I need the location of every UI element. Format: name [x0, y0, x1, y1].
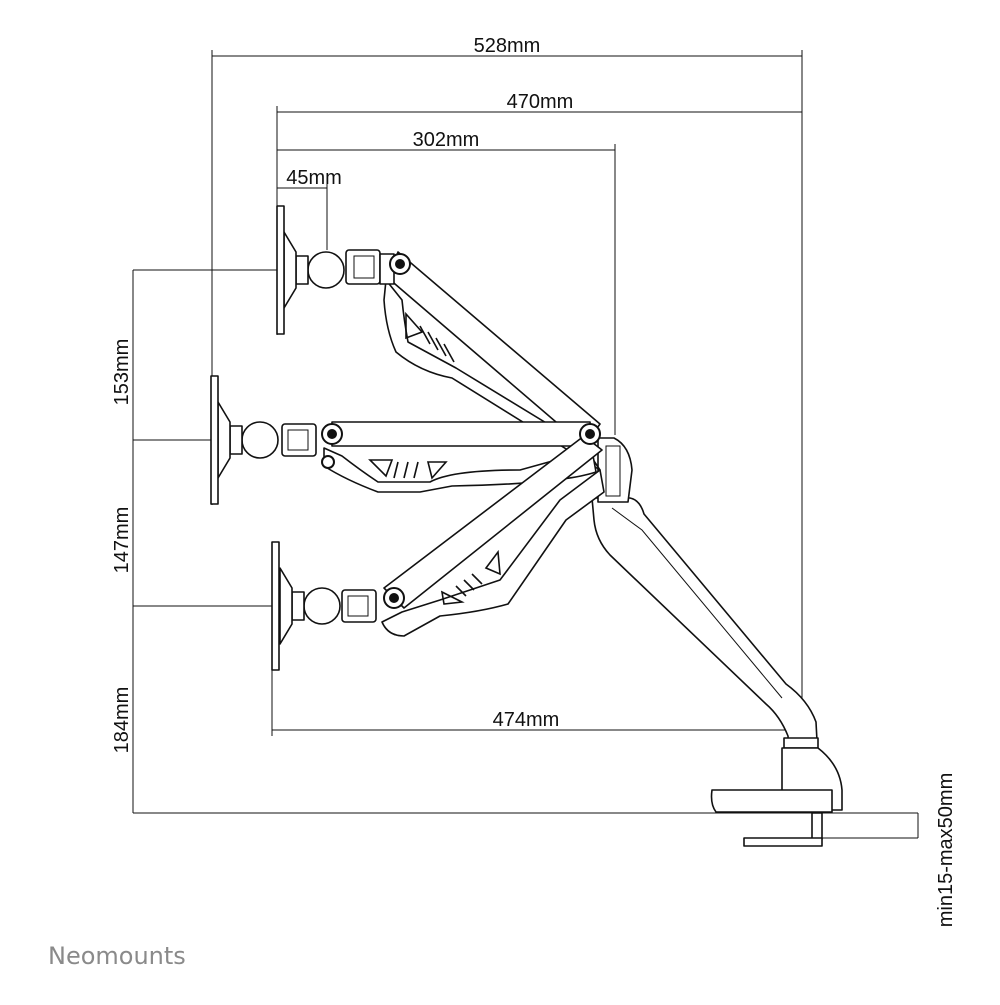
pole-collar — [783, 737, 819, 749]
middle-pivot-inner — [327, 429, 337, 439]
label-184: 184mm — [111, 687, 133, 754]
middle-vesa-hub — [229, 425, 243, 455]
label-470: 470mm — [507, 91, 574, 113]
middle-pivot-lower — [321, 455, 335, 469]
label-474: 474mm — [493, 709, 560, 731]
upper-arm-vent-3 — [435, 337, 447, 357]
upper-tilt-bracket-inner — [353, 255, 375, 279]
lower-arm-vent-2 — [463, 579, 475, 591]
middle-vesa-cone — [217, 401, 231, 479]
lower-base-arm — [591, 497, 819, 761]
base-arm-edge — [611, 507, 783, 699]
base-plate — [710, 789, 833, 813]
upper-pivot-inner — [395, 259, 405, 269]
pivot-head — [597, 437, 633, 503]
upper-vesa-cone — [283, 231, 297, 309]
label-153: 153mm — [111, 339, 133, 406]
arm-position-lower — [271, 435, 605, 671]
lower-arm-vent-triangle-2 — [484, 549, 501, 576]
label-desk-thickness: min15-max50mm — [935, 773, 957, 927]
clamp-post — [811, 812, 823, 840]
lower-arm-vent-triangle — [440, 590, 465, 605]
lower-vesa-hub — [291, 591, 305, 621]
upper-vesa-plate — [276, 205, 285, 335]
brand-wordmark: Neomounts — [48, 942, 186, 970]
middle-arm-vent-triangle — [368, 459, 394, 478]
middle-arm-vent-triangle-2 — [426, 461, 448, 480]
middle-arm-link — [331, 421, 593, 447]
clamp-foot — [743, 837, 823, 847]
pivot-housing-panel — [605, 445, 621, 497]
middle-ball-joint — [241, 421, 279, 459]
middle-tilt-bracket-inner — [287, 429, 309, 451]
lower-arm-vent-3 — [471, 573, 483, 585]
lower-pivot-inner — [389, 593, 399, 603]
upper-vesa-hub — [295, 255, 309, 285]
label-147: 147mm — [111, 507, 133, 574]
upper-arm-vent-2 — [427, 331, 439, 351]
label-45: 45mm — [286, 167, 342, 189]
lower-tilt-bracket-inner — [347, 595, 369, 617]
middle-arm-vent-2 — [403, 461, 409, 479]
lower-vesa-plate — [271, 541, 280, 671]
lower-vesa-cone — [279, 567, 293, 645]
main-pivot-inner — [585, 429, 595, 439]
dimension-lines — [132, 50, 919, 839]
label-302: 302mm — [413, 129, 480, 151]
lower-ball-joint — [303, 587, 341, 625]
lower-arm-vent-1 — [455, 585, 467, 597]
upper-arm-vent-1 — [419, 325, 431, 345]
upper-ball-joint — [307, 251, 345, 289]
base-and-clamp — [591, 497, 843, 847]
upper-arm-vent-triangle — [405, 311, 424, 340]
label-528: 528mm — [474, 35, 541, 57]
lower-arm-spring-cover — [381, 469, 605, 637]
middle-arm-vent-3 — [413, 461, 419, 479]
middle-arm-vent-1 — [393, 461, 399, 479]
middle-vesa-plate — [210, 375, 219, 505]
upper-arm-vent-4 — [443, 343, 455, 363]
dimension-labels: 528mm 470mm 302mm 45mm 474mm 153mm 147mm… — [111, 35, 957, 927]
